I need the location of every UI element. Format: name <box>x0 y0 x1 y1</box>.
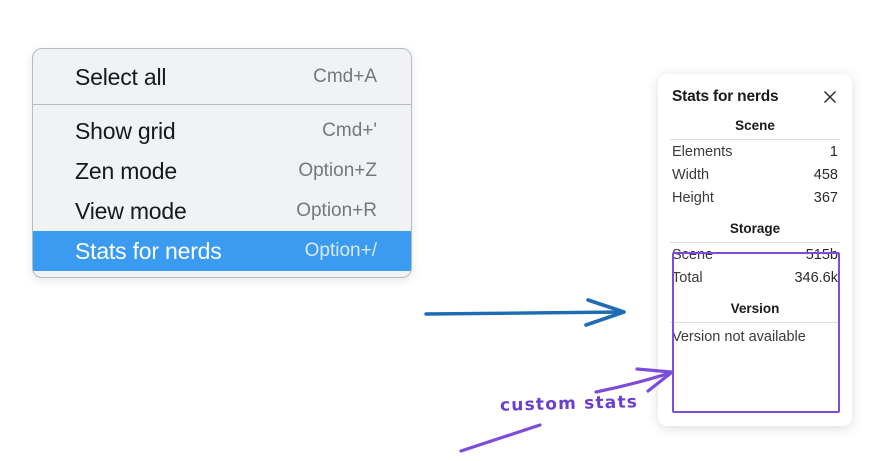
stat-label: Scene <box>672 247 714 263</box>
menu-item-show-grid[interactable]: Show grid Cmd+' <box>33 111 411 151</box>
stat-value: 515b <box>805 247 838 263</box>
stat-label: Elements <box>672 144 733 160</box>
stat-row-storage-scene: Scene 515b <box>670 243 840 266</box>
menu-section-2: Show grid Cmd+' Zen mode Option+Z View m… <box>33 105 411 277</box>
section-rule <box>670 322 840 323</box>
stats-for-nerds-panel: Stats for nerds Scene Elements 1 Width 4… <box>658 74 852 426</box>
blue-arrow-icon <box>424 298 626 327</box>
section-rule <box>670 242 840 243</box>
stat-label: Height <box>672 190 714 206</box>
custom-stats-annotation-label: custom stats <box>499 392 639 416</box>
stat-value: 367 <box>813 190 838 206</box>
menu-item-label: View mode <box>75 197 187 224</box>
purple-underline-stroke-icon <box>459 423 542 453</box>
menu-item-shortcut: Option+R <box>296 200 377 221</box>
menu-item-label: Zen mode <box>75 157 177 184</box>
stat-value: 1 <box>829 144 838 160</box>
menu-item-shortcut: Cmd+A <box>313 66 377 87</box>
menu-item-select-all[interactable]: Select all Cmd+A <box>33 57 411 97</box>
stat-label: Width <box>672 167 710 183</box>
section-heading-version: Version <box>730 301 780 316</box>
menu-item-shortcut: Option+Z <box>298 160 377 181</box>
stat-row-height: Height 367 <box>670 186 840 209</box>
panel-header: Stats for nerds <box>670 88 840 106</box>
close-icon[interactable] <box>822 89 838 105</box>
stat-row-elements: Elements 1 <box>670 140 840 163</box>
menu-item-zen-mode[interactable]: Zen mode Option+Z <box>33 151 411 191</box>
menu-item-label: Select all <box>75 63 167 90</box>
stat-label: Total <box>672 270 703 286</box>
section-heading-scene: Scene <box>735 118 775 133</box>
stat-row-storage-total: Total 346.6k <box>670 266 840 289</box>
stat-value: 458 <box>813 167 838 183</box>
menu-item-label: Stats for nerds <box>75 237 222 264</box>
menu-item-shortcut: Cmd+' <box>322 120 377 141</box>
stat-row-width: Width 458 <box>670 163 840 186</box>
version-value: Version not available <box>672 329 806 345</box>
menu-divider <box>33 104 411 105</box>
context-menu: Select all Cmd+A Show grid Cmd+' Zen mod… <box>32 48 412 278</box>
stat-value: 346.6k <box>794 270 838 286</box>
menu-section-1: Select all Cmd+A <box>33 49 411 104</box>
menu-item-view-mode[interactable]: View mode Option+R <box>33 191 411 231</box>
menu-item-shortcut: Option+/ <box>304 240 377 261</box>
panel-title: Stats for nerds <box>672 88 779 105</box>
section-rule <box>670 139 840 140</box>
menu-item-label: Show grid <box>75 117 176 144</box>
menu-item-stats-for-nerds[interactable]: Stats for nerds Option+/ <box>33 231 411 271</box>
section-heading-storage: Storage <box>729 221 781 236</box>
